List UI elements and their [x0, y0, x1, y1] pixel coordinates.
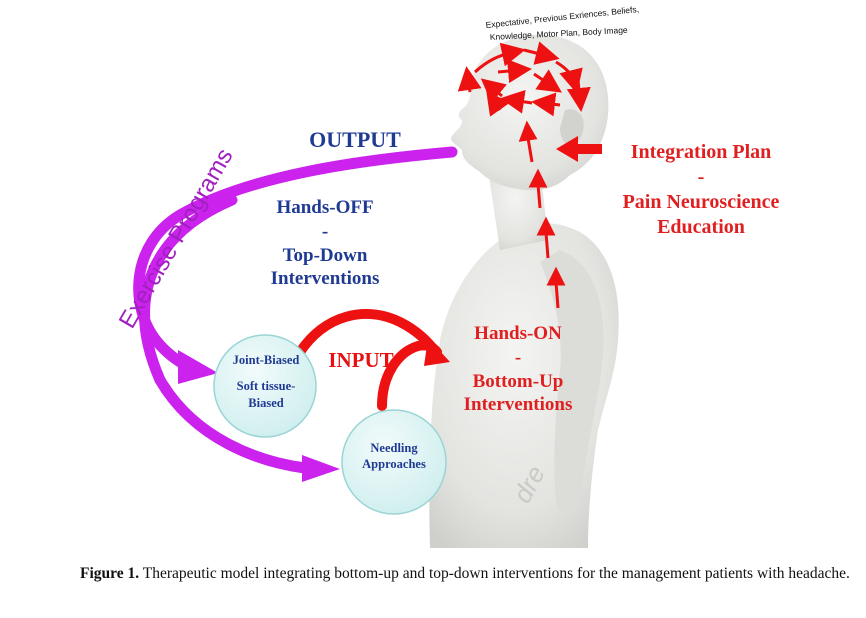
integration-line3: Education	[657, 216, 745, 238]
caption-text: Therapeutic model integrating bottom-up …	[139, 565, 850, 582]
spine-arrow-4	[526, 137, 534, 163]
output-arrowhead-lower	[302, 455, 340, 482]
ascending-arrows	[518, 120, 566, 309]
integration-line1: Integration Plan	[630, 141, 772, 163]
exercise-programs-label: Exercise Programs	[114, 144, 239, 333]
hands-off-line1: Hands-OFF	[276, 197, 374, 218]
spine-arrowhead-1	[546, 266, 566, 286]
output-label: OUTPUT	[309, 127, 401, 152]
brain-arrow-8	[497, 59, 532, 84]
brain-arrow-5	[531, 92, 561, 117]
hands-on-line3: Interventions	[463, 394, 573, 416]
integration-arrow-head	[556, 136, 578, 162]
circle1-line2: Soft tissue-	[236, 379, 296, 394]
hands-on-line2: Bottom-Up	[472, 370, 564, 392]
input-arc-upper	[295, 309, 441, 357]
spine-arrow-1	[554, 281, 560, 309]
brain-arrow-9	[533, 69, 562, 93]
human-figure: dre	[429, 34, 619, 548]
caption-label: Figure 1.	[80, 565, 140, 582]
brain-loop-arrows	[457, 41, 591, 117]
hands-on-line1: Hands-ON	[474, 323, 562, 344]
joint-biased-text: Joint-Biased Soft tissue- Biased	[218, 352, 314, 411]
spine-arrowhead-3	[528, 168, 548, 188]
joint-biased-circle	[213, 334, 317, 438]
spine-arrow-2	[544, 231, 550, 259]
integration-arrow	[556, 136, 602, 162]
integration-block: Integration Plan - Pain Neuroscience Edu…	[596, 140, 806, 240]
brain-arrow-2	[523, 41, 560, 65]
spine-arrow-3	[536, 183, 542, 209]
needling-circle	[341, 409, 447, 515]
brain-arrow-6	[500, 89, 533, 114]
brain-arrow-4	[566, 79, 591, 112]
hands-on-block: Hands-ON - Bottom-Up Interventions	[448, 322, 588, 417]
output-arrowhead-upper	[178, 350, 218, 384]
circle2-line2: Approaches	[362, 457, 426, 472]
output-arc-inner	[133, 146, 458, 374]
circle2-line1: Needling	[370, 441, 418, 455]
head-shape	[451, 34, 609, 191]
figure-caption: Figure 1. Therapeutic model integrating …	[80, 563, 850, 585]
integration-dash: -	[697, 166, 705, 188]
input-label: INPUT	[328, 348, 394, 372]
arm-shape	[540, 250, 604, 516]
circle1-line1: Joint-Biased	[232, 353, 300, 367]
needling-text: Needling Approaches	[346, 440, 442, 473]
brain-arrow-11	[457, 66, 482, 93]
hands-off-block: Hands-OFF - Top-Down Interventions	[250, 196, 400, 291]
hands-off-dash: -	[321, 220, 329, 242]
integration-arrow-shaft	[576, 144, 602, 154]
hands-off-line2: Top-Down	[282, 244, 368, 266]
hands-on-dash: -	[514, 346, 522, 368]
spine-arrowhead-4	[518, 120, 538, 142]
brain-arrow-3	[555, 60, 583, 94]
spine-arrowhead-2	[536, 216, 556, 236]
output-arrows	[133, 146, 458, 474]
circle1-line3: Biased	[248, 395, 284, 410]
brain-arrow-10	[486, 90, 510, 117]
input-arrowhead	[424, 338, 450, 366]
integration-line2: Pain Neuroscience	[622, 191, 780, 213]
output-arc-outer	[139, 194, 311, 474]
hands-off-line3: Interventions	[270, 268, 380, 290]
